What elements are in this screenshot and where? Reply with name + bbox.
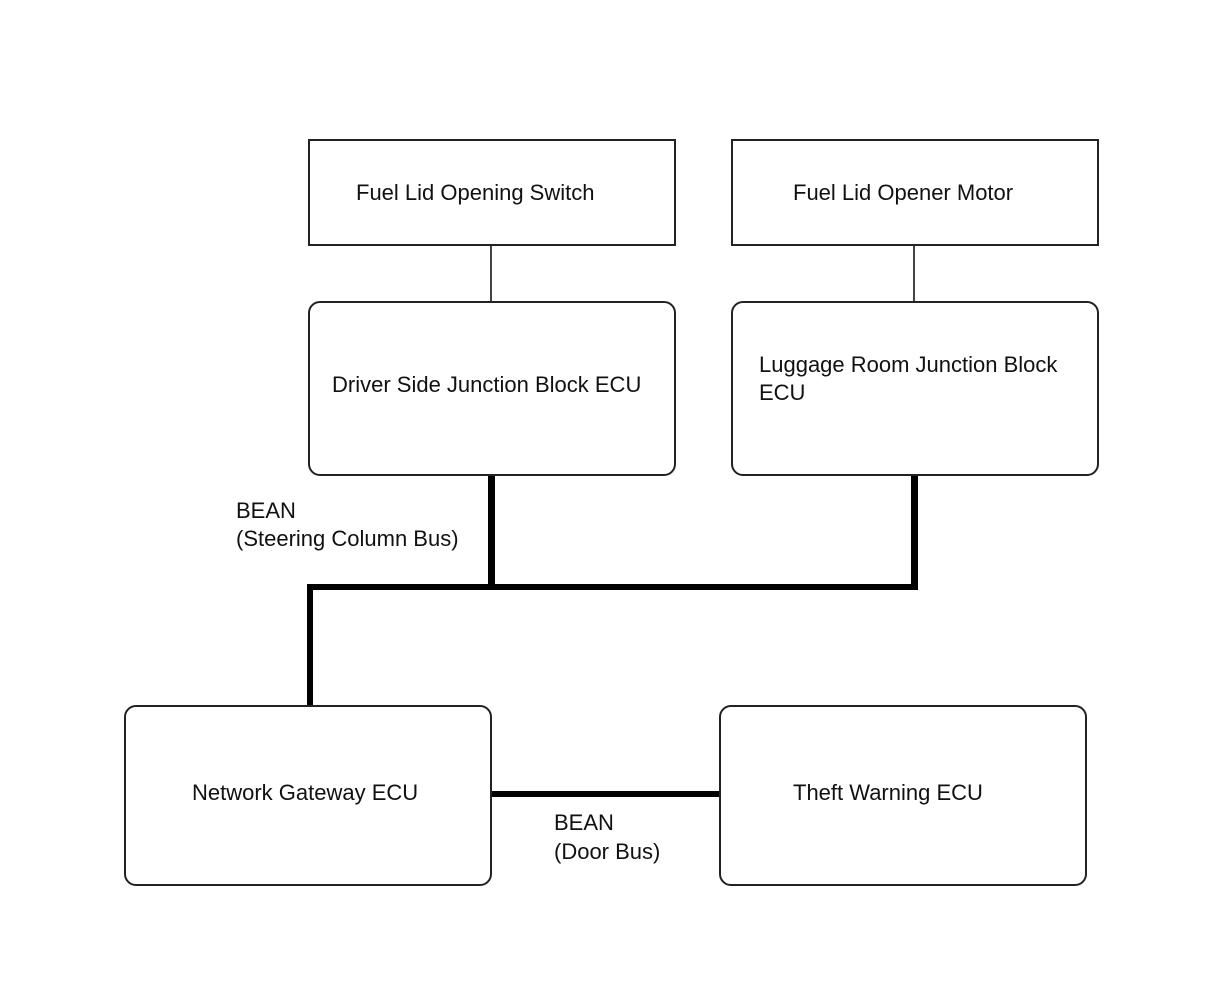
fuel-lid-opening-switch-label: Fuel Lid Opening Switch: [356, 180, 595, 205]
fuel-lid-opening-switch-box: Fuel Lid Opening Switch: [308, 139, 676, 246]
theft-warning-ecu-label: Theft Warning ECU: [793, 780, 983, 805]
door-bus-label-line2: (Door Bus): [554, 839, 661, 864]
switch-to-driver-jb-link: [490, 245, 492, 302]
luggage-room-junction-block-ecu-box: Luggage Room Junction Block ECU: [731, 301, 1099, 476]
theft-warning-ecu-box: Theft Warning ECU: [719, 705, 1087, 886]
steering-bus-horizontal: [307, 584, 918, 590]
luggage-room-junction-block-ecu-label-line1: Luggage Room Junction Block: [759, 352, 1058, 377]
steering-column-bus-label-line1: BEAN: [236, 498, 296, 523]
door-bus-label-line1: BEAN: [554, 810, 614, 835]
driver-side-junction-block-ecu-label: Driver Side Junction Block ECU: [332, 372, 642, 397]
driver-side-junction-block-ecu-box: Driver Side Junction Block ECU: [308, 301, 676, 476]
fuel-lid-opener-motor-label: Fuel Lid Opener Motor: [793, 180, 1014, 205]
steering-bus-gateway-drop: [307, 584, 313, 706]
luggage-room-junction-block-ecu-label-line2: ECU: [759, 380, 806, 405]
steering-bus-driver-drop: [488, 475, 495, 587]
network-gateway-ecu-box: Network Gateway ECU: [124, 705, 492, 886]
steering-column-bus-label-line2: (Steering Column Bus): [236, 526, 459, 551]
motor-to-luggage-jb-link: [913, 245, 915, 302]
steering-bus-luggage-drop: [911, 475, 918, 587]
fuel-lid-opener-motor-box: Fuel Lid Opener Motor: [731, 139, 1099, 246]
door-bus-line: [491, 791, 720, 797]
network-gateway-ecu-label: Network Gateway ECU: [192, 780, 419, 805]
